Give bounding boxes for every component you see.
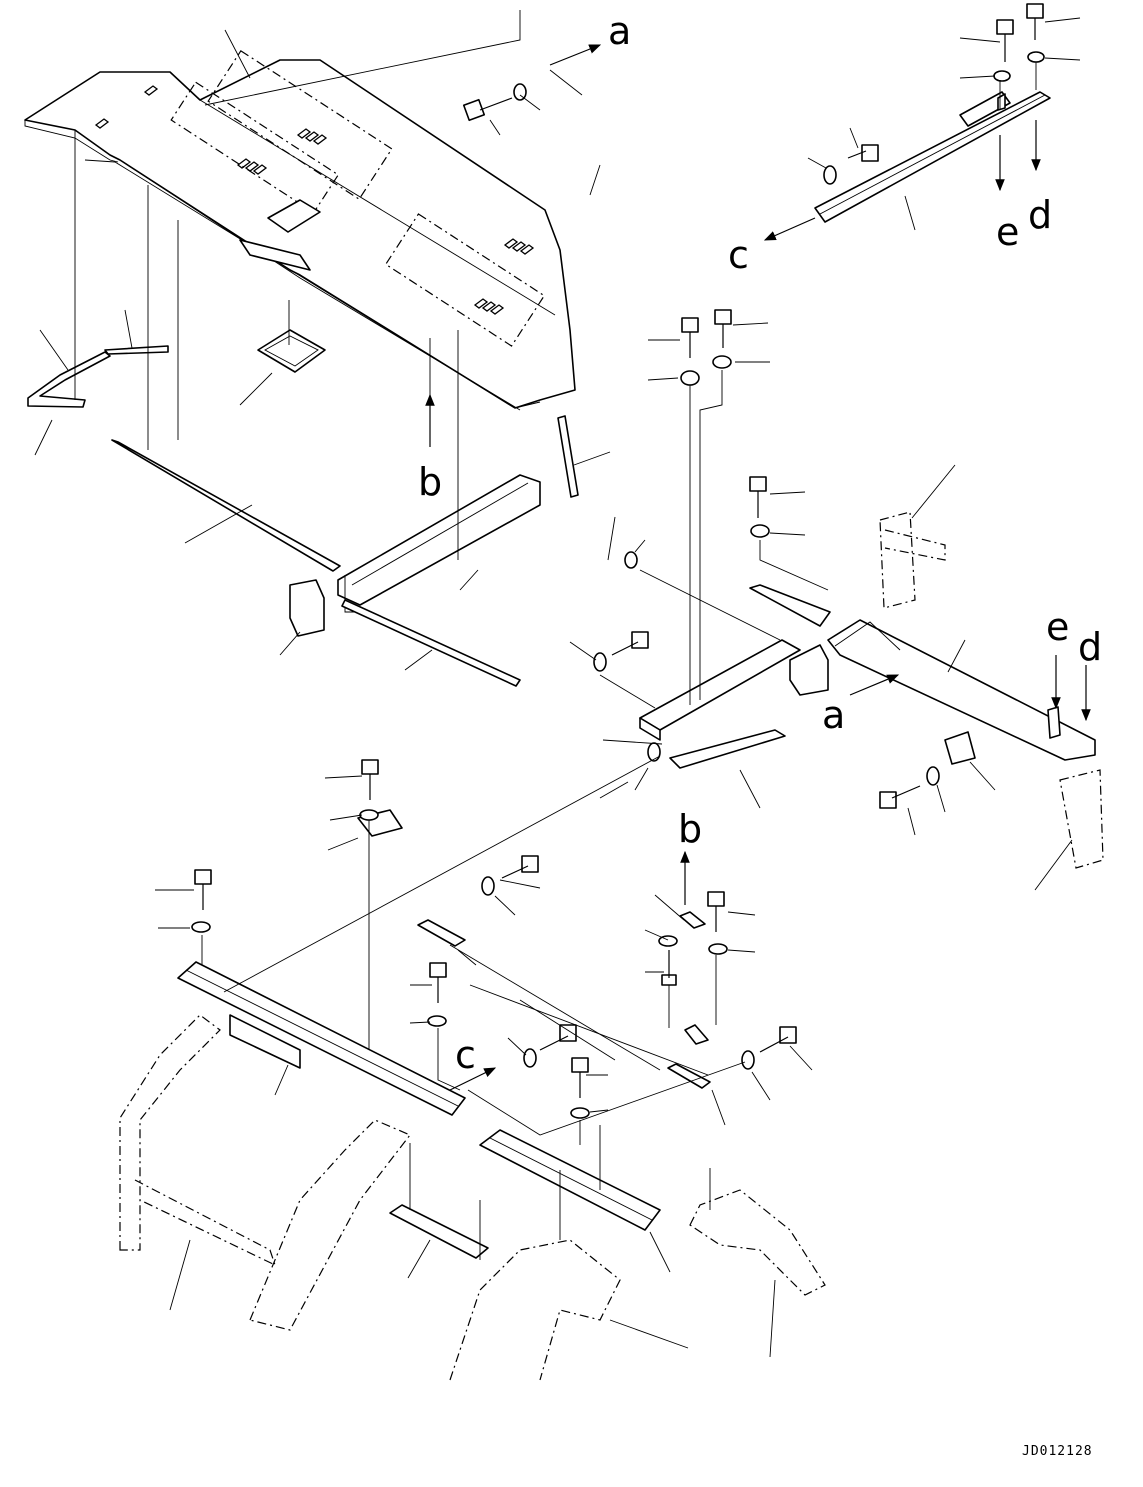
washer-icon bbox=[513, 83, 527, 101]
arrow-icon bbox=[449, 1067, 497, 1091]
callout-c-upper: c bbox=[728, 233, 749, 277]
callout-a-lower: a bbox=[822, 693, 845, 737]
washer-icon bbox=[926, 766, 940, 786]
callout-e-lower: e bbox=[1046, 605, 1069, 649]
bolt-icon bbox=[611, 631, 649, 656]
bolt-icon bbox=[847, 144, 879, 162]
arrow-icon bbox=[763, 217, 816, 241]
washer-icon bbox=[647, 742, 661, 762]
washer-icon bbox=[570, 1107, 590, 1119]
washer-icon bbox=[993, 70, 1011, 82]
washer-icon bbox=[481, 876, 495, 896]
washer-icon bbox=[191, 921, 211, 933]
bolt-icon bbox=[361, 759, 379, 800]
bolt-icon bbox=[429, 962, 447, 1003]
callout-d-lower: d bbox=[1078, 625, 1102, 669]
bolt-icon bbox=[462, 97, 513, 122]
main-frame-assembly bbox=[639, 511, 1104, 869]
washer-icon bbox=[823, 165, 837, 185]
bolt-icon bbox=[749, 476, 767, 518]
arrow-icon bbox=[549, 44, 602, 66]
arrow-icon bbox=[849, 674, 900, 696]
direction-arrows bbox=[425, 44, 1091, 1091]
leader-lines bbox=[34, 10, 1081, 1358]
bolt-icon bbox=[501, 855, 539, 879]
washer-icon bbox=[624, 551, 638, 569]
bolt-icon bbox=[996, 19, 1014, 62]
left-trim-strips bbox=[27, 345, 579, 572]
washer-icon bbox=[750, 524, 770, 538]
washer-icon bbox=[427, 1015, 447, 1027]
callout-e-upper: e bbox=[996, 210, 1019, 254]
callout-a-upper: a bbox=[608, 9, 631, 53]
callout-c-lower: c bbox=[455, 1033, 476, 1077]
bolt-icon bbox=[759, 1026, 797, 1053]
callout-b-upper: b bbox=[418, 460, 442, 504]
bolt-icon bbox=[539, 1024, 577, 1051]
floor-plate-assembly bbox=[24, 49, 576, 411]
bolt-icon bbox=[661, 950, 677, 986]
washer-icon bbox=[1027, 51, 1045, 63]
bolt-icon bbox=[571, 1057, 589, 1098]
callout-d-upper: d bbox=[1028, 193, 1052, 237]
drawing-code: JD012128 bbox=[1022, 1444, 1093, 1459]
washer-icon bbox=[359, 809, 379, 821]
center-channel bbox=[289, 474, 541, 687]
bolt-icon bbox=[879, 785, 921, 809]
bolt-icon bbox=[707, 891, 725, 932]
hardware bbox=[191, 3, 1045, 1119]
floor-vent-slots bbox=[94, 85, 535, 315]
washer-icon bbox=[523, 1048, 537, 1068]
washer-icon bbox=[708, 943, 728, 955]
bolt-icon bbox=[714, 309, 732, 348]
bolt-icon bbox=[194, 869, 212, 910]
bolt-icon bbox=[1026, 3, 1044, 40]
callout-b-lower: b bbox=[678, 807, 702, 851]
callout-letters: a b c d e a b c d e bbox=[418, 9, 1102, 1077]
washer-icon bbox=[741, 1050, 755, 1070]
bolt-icon bbox=[681, 317, 699, 358]
washer-icon bbox=[680, 370, 700, 386]
washer-icon bbox=[593, 652, 607, 672]
washer-icon bbox=[712, 355, 732, 369]
